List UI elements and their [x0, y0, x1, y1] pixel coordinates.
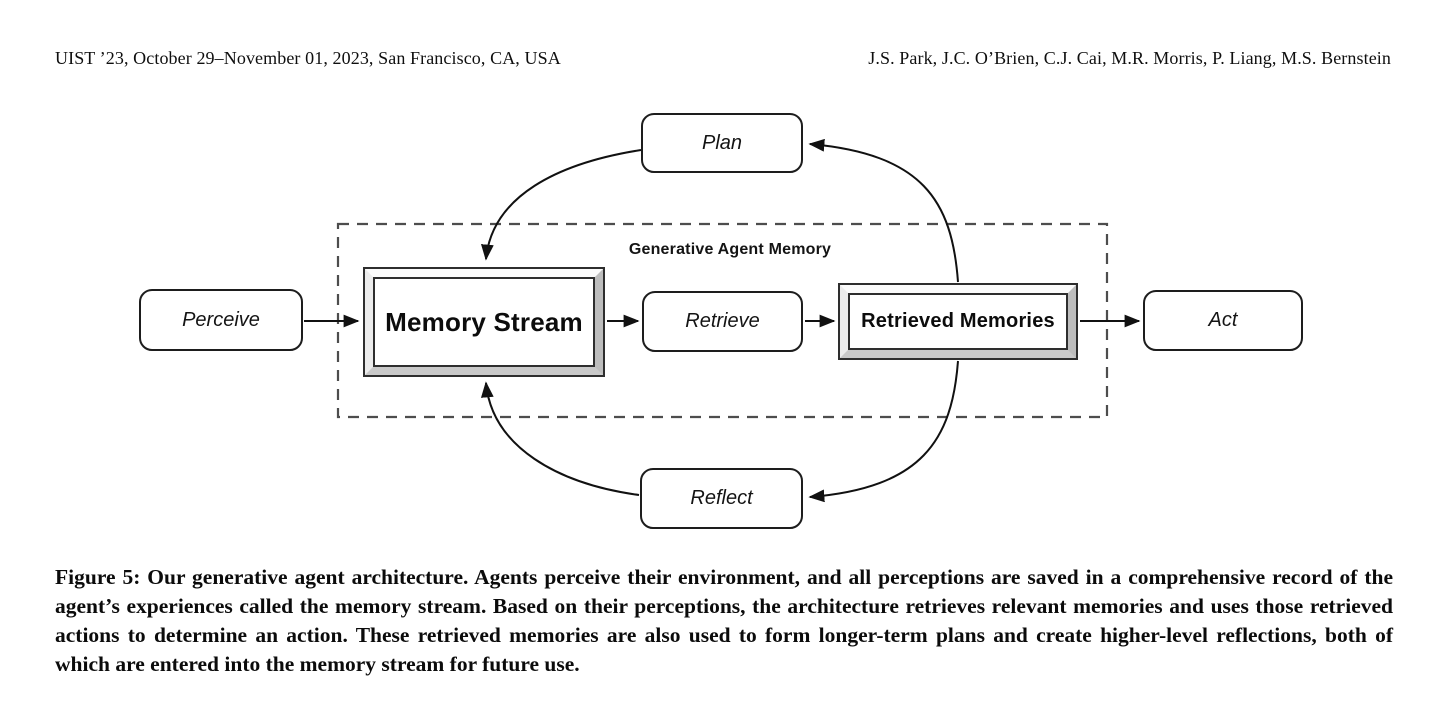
node-memory-stream: Memory Stream — [363, 267, 605, 377]
node-retrieved-memories: Retrieved Memories — [838, 283, 1078, 360]
memory-region-label: Generative Agent Memory — [628, 241, 832, 258]
arrow-plan-to-memory-stream — [481, 149, 642, 261]
node-act-label: Act — [1208, 309, 1238, 331]
node-perceive: Perceive — [139, 289, 303, 351]
node-reflect: Reflect — [640, 468, 803, 529]
node-retrieve-label: Retrieve — [685, 310, 760, 332]
arrow-reflect-to-memory-stream — [480, 381, 640, 496]
memory-stream-bevel: Memory Stream — [365, 269, 603, 375]
arrow-retrieved-memories-to-plan — [808, 138, 959, 283]
node-memory-stream-label: Memory Stream — [385, 306, 583, 337]
node-plan-label: Plan — [701, 131, 743, 154]
node-plan: Plan — [641, 113, 803, 173]
node-perceive-label: Perceive — [182, 308, 260, 331]
arrow-retrieved-memories-to-reflect — [808, 360, 959, 503]
node-reflect-label: Reflect — [690, 487, 753, 509]
node-retrieved-memories-label: Retrieved Memories — [861, 310, 1055, 332]
figure-caption: Figure 5: Our generative agent architect… — [55, 565, 1393, 676]
authors-header: J.S. Park, J.C. O’Brien, C.J. Cai, M.R. … — [868, 48, 1391, 68]
node-retrieve: Retrieve — [642, 291, 803, 352]
conference-header: UIST ’23, October 29–November 01, 2023, … — [55, 48, 561, 68]
retrieved-memories-bevel: Retrieved Memories — [840, 285, 1076, 358]
node-act: Act — [1143, 290, 1303, 351]
